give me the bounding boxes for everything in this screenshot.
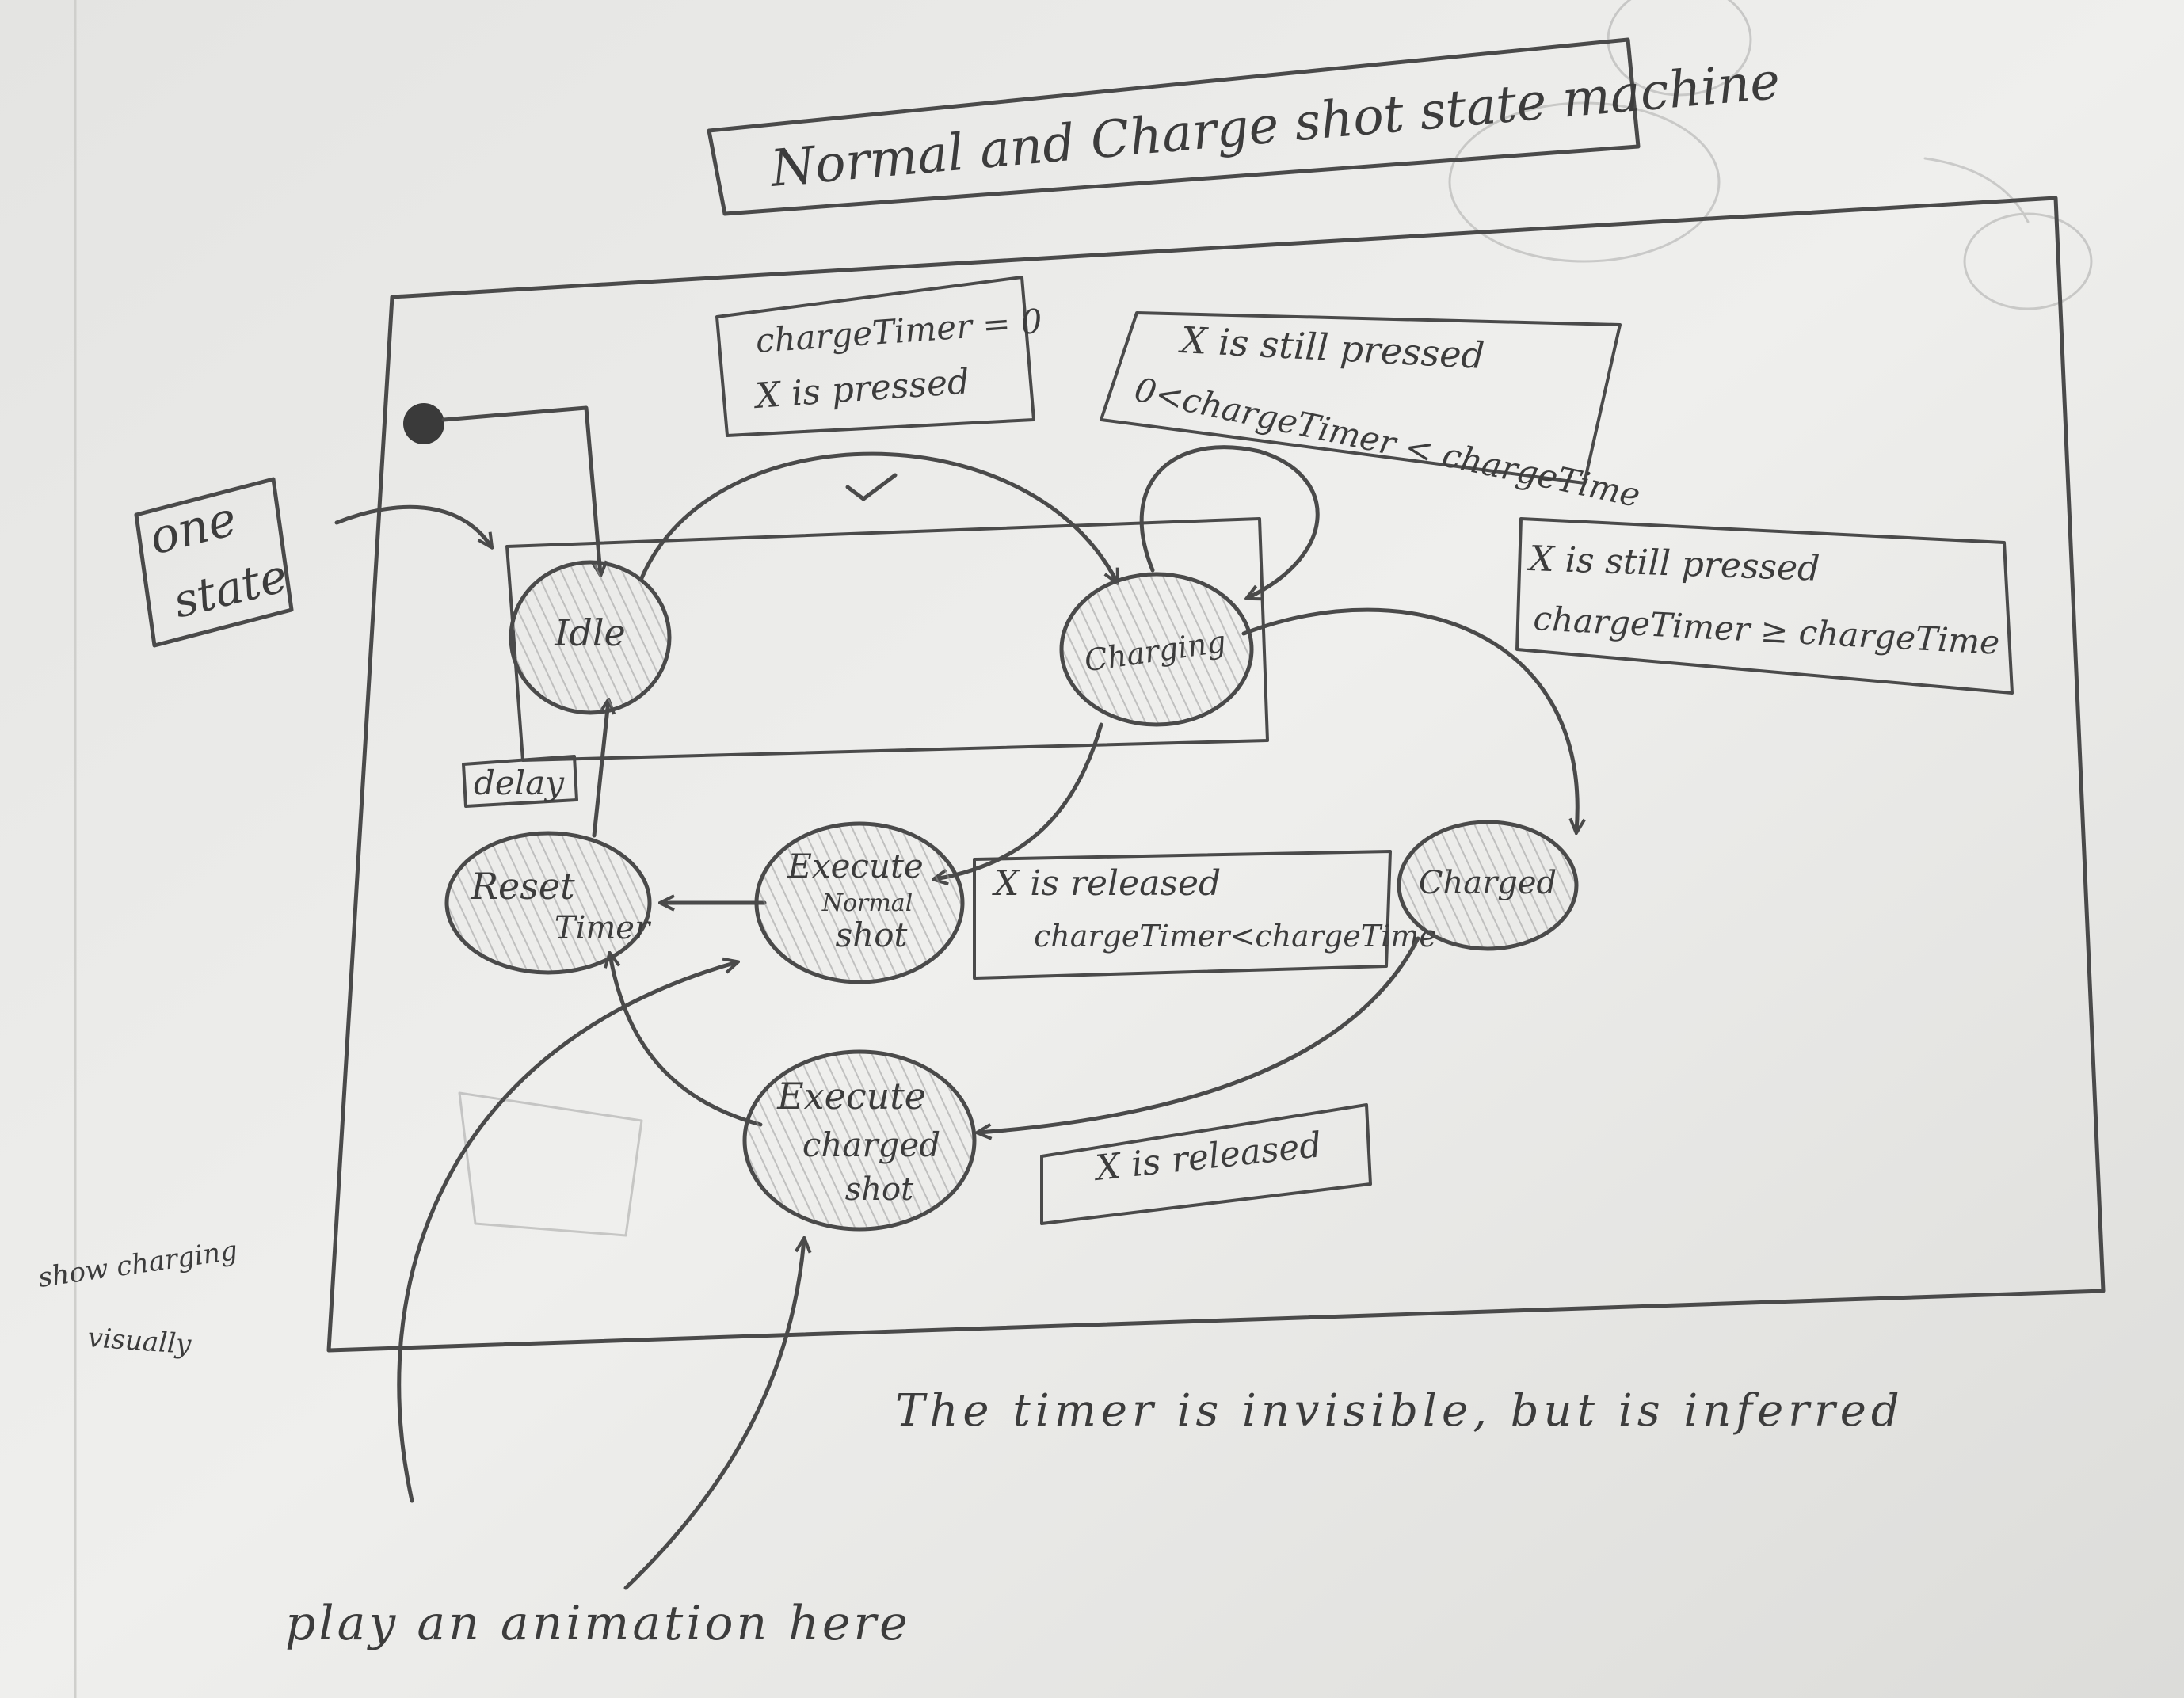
state-exec-charged-line1: Execute: [776, 1075, 926, 1117]
state-execute-charged-shot: Execute charged shot: [742, 1049, 977, 1232]
arrow-charging-self-loop: [1139, 445, 1320, 598]
outer-frame: [326, 196, 2106, 1353]
timer-invisible-note: The timer is invisible, but is inferred: [895, 1385, 1904, 1437]
state-reset-timer: Reset Timer: [444, 831, 652, 975]
state-idle-label: Idle: [554, 611, 626, 654]
state-exec-normal-line1: Execute: [787, 847, 924, 885]
state-exec-charged-line2: charged: [802, 1125, 940, 1164]
one-state-note: one state: [134, 477, 491, 648]
condition-charging-to-normal: X is released chargeTimer<chargeTime: [973, 850, 1437, 980]
initial-arrow: [441, 405, 600, 574]
delay-note: delay: [462, 755, 578, 808]
state-charged: Charged: [1397, 820, 1579, 951]
state-execute-normal-shot: Execute Normal shot: [754, 821, 965, 984]
arrow-charged-to-chargedshot: [978, 936, 1420, 1133]
arrow-charging-to-normal: [935, 722, 1103, 879]
state-charging: Charging: [1059, 572, 1254, 727]
state-idle: Idle: [509, 560, 672, 715]
play-animation-label: play an animation here: [285, 1596, 911, 1651]
arrow-charging-to-charged: [1241, 607, 1577, 832]
delay-label: delay: [474, 763, 565, 802]
show-charging-line2: visually: [86, 1322, 192, 1361]
state-reset-label-line1: Reset: [470, 865, 575, 908]
cond-x-released: X is released: [992, 863, 1221, 904]
erased-box: [458, 1091, 643, 1237]
arrow-idle-to-charging: [639, 451, 1117, 582]
check-mark: [845, 473, 898, 501]
state-reset-label-line2: Timer: [555, 910, 652, 946]
state-exec-normal-line3: shot: [836, 916, 908, 954]
initial-state-dot: [403, 403, 444, 444]
cond-timer-lt: chargeTimer<chargeTime: [1034, 919, 1437, 954]
arrow-reset-to-idle: [592, 701, 608, 838]
state-charged-label: Charged: [1419, 865, 1557, 901]
grouping-box: [505, 517, 1269, 762]
transitions: [592, 445, 1577, 1133]
state-exec-charged-line3: shot: [845, 1171, 914, 1208]
state-exec-normal-line2: Normal: [821, 889, 913, 917]
arrow-chargedshot-to-reset: [610, 954, 763, 1127]
play-animation-note: play an animation here: [285, 962, 911, 1651]
